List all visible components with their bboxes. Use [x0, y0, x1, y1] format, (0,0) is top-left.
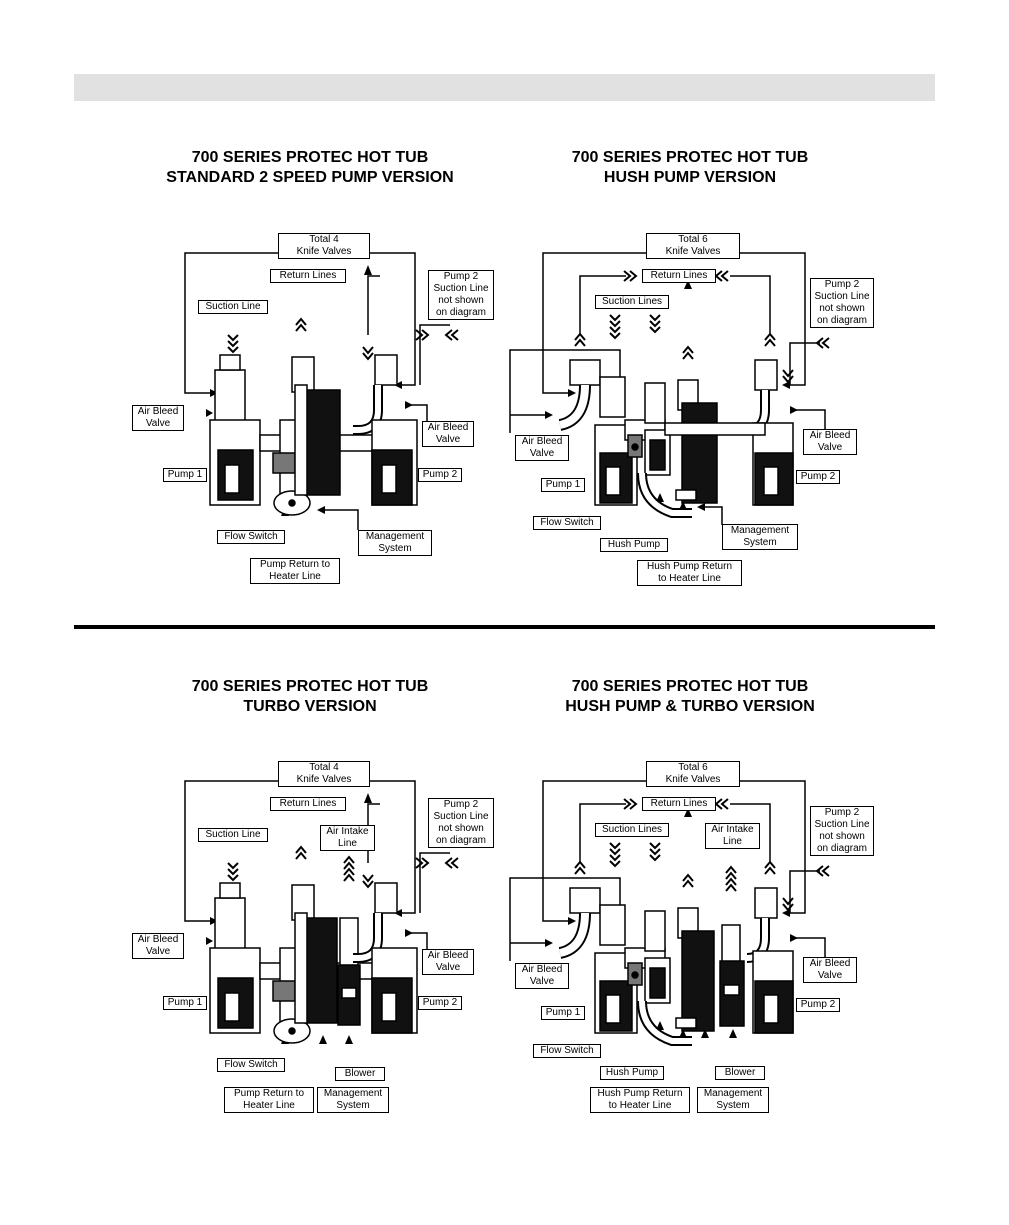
label-flow-switch: Flow Switch	[533, 516, 601, 530]
label-pump2: Pump 2	[418, 468, 462, 482]
label-pump1: Pump 1	[541, 1006, 585, 1020]
label-blower: Blower	[715, 1066, 765, 1080]
label-flow-switch: Flow Switch	[533, 1044, 601, 1058]
label-suction-lines: Suction Lines	[595, 295, 669, 309]
label-flow-switch: Flow Switch	[217, 1058, 285, 1072]
label-pump1: Pump 1	[163, 468, 207, 482]
label-blower: Blower	[335, 1067, 385, 1081]
standard-schematic	[184, 252, 459, 530]
label-pump2: Pump 2	[796, 470, 840, 484]
label-flow-switch: Flow Switch	[217, 530, 285, 544]
label-pump1: Pump 1	[541, 478, 585, 492]
label-return-lines: Return Lines	[270, 797, 346, 811]
label-suction-line: Suction Line	[198, 828, 268, 842]
turbo-schematic	[184, 780, 459, 1044]
label-pump2: Pump 2	[796, 998, 840, 1012]
label-pump2: Pump 2	[418, 996, 462, 1010]
label-return-lines: Return Lines	[270, 269, 346, 283]
hush-schematic	[509, 252, 830, 525]
header-bar	[74, 74, 935, 101]
section-divider	[74, 625, 935, 629]
label-suction-line: Suction Line	[198, 300, 268, 314]
label-return-lines: Return Lines	[642, 797, 716, 811]
label-hush-pump: Hush Pump	[600, 538, 668, 552]
label-hush-pump: Hush Pump	[600, 1066, 664, 1080]
label-suction-lines: Suction Lines	[595, 823, 669, 837]
label-pump1: Pump 1	[163, 996, 207, 1010]
hush-turbo-schematic	[509, 780, 830, 1046]
label-return-lines: Return Lines	[642, 269, 716, 283]
